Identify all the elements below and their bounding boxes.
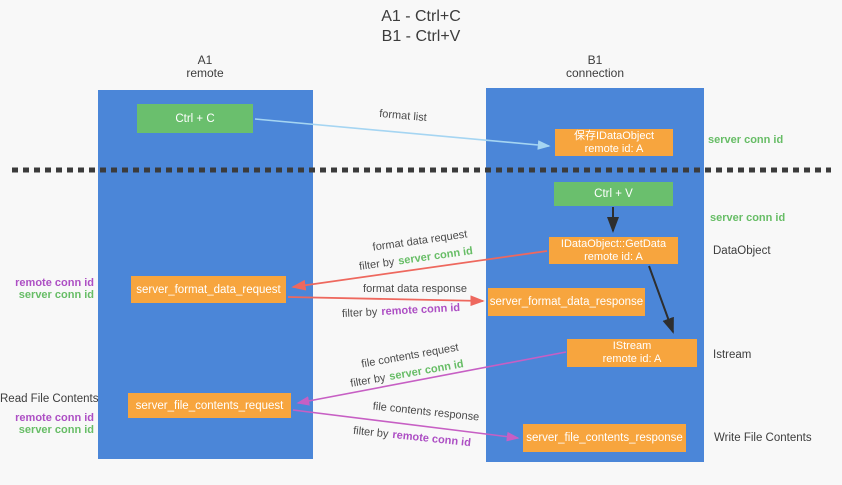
title-line-2: B1 - Ctrl+V (381, 28, 461, 45)
right-write-file-contents-label: Write File Contents (714, 432, 812, 444)
istream-node: IStream remote id: A (567, 339, 697, 367)
left-server-conn-id-1: server conn id (18, 289, 94, 301)
column-header-a1: A1 remote (186, 54, 223, 80)
idataobject-getdata-node: IDataObject::GetData remote id: A (549, 237, 678, 264)
a1-name: A1 (197, 53, 213, 67)
format-data-response-arrow (287, 295, 485, 307)
left-remote-conn-id-1: remote conn id (15, 277, 94, 289)
server-file-contents-request-label: server_file_contents_request (135, 399, 284, 412)
istream-line1: IStream (612, 340, 652, 352)
ctrl-c-node: Ctrl + C (137, 104, 253, 133)
server-format-data-response-node: server_format_data_response (488, 288, 645, 316)
right-istream-label: Istream (713, 349, 752, 361)
istream-line2: remote id: A (602, 353, 662, 365)
filter-by-text: filter by (358, 256, 396, 273)
b1-subtitle: connection (565, 66, 625, 80)
ctrl-v-label: Ctrl + V (594, 188, 633, 200)
save-idataobject-line2: remote id: A (584, 142, 644, 155)
a1-subtitle: remote (186, 66, 224, 80)
right-server-conn-id-2: server conn id (710, 212, 786, 224)
column-header-b1: B1 connection (566, 54, 624, 80)
remote-conn-id-text: remote conn id (381, 301, 461, 319)
right-dataobject-label: DataObject (713, 245, 771, 257)
server-format-data-request-node: server_format_data_request (131, 276, 286, 303)
title-line-1: A1 - Ctrl+C (381, 8, 461, 25)
server-file-contents-response-label: server_file_contents_response (526, 432, 683, 444)
ctrl-c-label: Ctrl + C (175, 112, 215, 125)
ctrl-v-node: Ctrl + V (554, 182, 673, 206)
format-data-response-label: format data response (363, 283, 467, 295)
server-file-contents-response-node: server_file_contents_response (523, 424, 686, 452)
server-format-data-response-label: server_format_data_response (489, 296, 644, 308)
server-format-data-request-label: server_format_data_request (136, 283, 281, 296)
remote-conn-id-text: remote conn id (391, 428, 472, 450)
server-file-contents-request-node: server_file_contents_request (128, 393, 291, 418)
getdata-line2: remote id: A (584, 250, 643, 263)
left-read-file-contents-label: Read File Contents (0, 393, 99, 405)
save-idataobject-node: 保存IDataObject remote id: A (555, 129, 673, 156)
format-list-label: format list (378, 107, 428, 125)
diagram-title: A1 - Ctrl+C B1 - Ctrl+V (0, 7, 842, 47)
left-server-conn-id-2: server conn id (18, 424, 94, 436)
right-server-conn-id-1: server conn id (708, 134, 784, 146)
save-idataobject-line1: 保存IDataObject (573, 129, 655, 142)
filter-by-text: filter by (349, 371, 387, 390)
left-remote-conn-id-2: remote conn id (15, 412, 94, 424)
getdata-line1: IDataObject::GetData (560, 237, 667, 250)
file-contents-response-label: file contents response (372, 400, 480, 424)
b1-name: B1 (587, 53, 603, 67)
filter-by-text: filter by (341, 306, 378, 321)
filter-by-text: filter by (352, 424, 390, 441)
